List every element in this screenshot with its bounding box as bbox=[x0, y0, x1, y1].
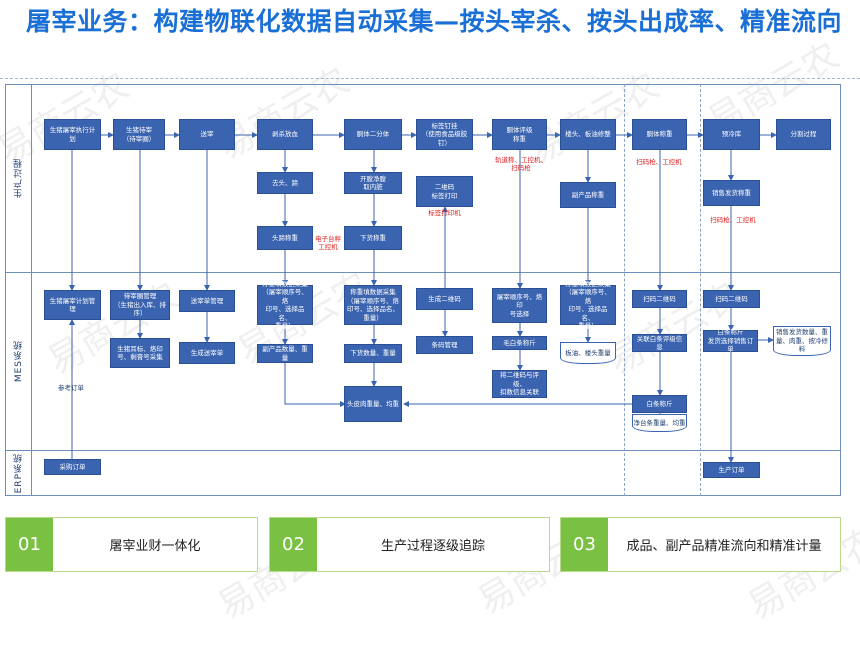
mes-seq-select: 屠宰顺序号、烙印 号选择 bbox=[492, 288, 547, 323]
mes-weigh-collect-1: 称重填数据采集 （屠宰顺序号、烙 印号、选择品名、 重量） bbox=[257, 280, 313, 330]
mes-head-skin-weight: 头皮肉重量、均重 bbox=[344, 386, 402, 422]
feature-card-3: 03 成品、副产品精准流向和精准计量 bbox=[560, 517, 841, 572]
feature-text: 屠宰业财一体化 bbox=[109, 539, 201, 554]
node-precool: 预冷库 bbox=[703, 119, 760, 150]
mes-barcode-mgmt: 条码管理 bbox=[416, 336, 473, 354]
mes-gen-qr: 生成二维码 bbox=[416, 288, 473, 310]
note-scan-1: 扫码枪、工控机 bbox=[636, 158, 682, 166]
feature-text: 成品、副产品精准流向和精准计量 bbox=[626, 539, 822, 554]
mes-byproduct-qty: 副产品数量、重量 bbox=[257, 344, 313, 363]
node-pig-waiting: 生猪待宰 （待宰圈） bbox=[113, 119, 165, 150]
node-stab-bleed: 剥杀放血 bbox=[257, 119, 313, 150]
mes-carcass-ship: 白条称斤 发货选择销售订单 bbox=[703, 328, 758, 353]
mes-plan-mgmt: 生猪屠宰计划管理 bbox=[44, 290, 101, 320]
node-remove-head: 去头、蹄 bbox=[257, 172, 313, 194]
column-divider bbox=[624, 84, 625, 496]
mes-carcass-weigh-2: 白条称斤 bbox=[632, 395, 687, 413]
mes-gen-send-order: 生成送宰单 bbox=[179, 342, 235, 364]
mes-scan-qr-1: 扫码二维码 bbox=[632, 290, 687, 308]
erp-production-order: 生产订单 bbox=[703, 462, 760, 478]
feature-card-1: 01 屠宰业财一体化 bbox=[5, 517, 258, 572]
mes-net-weight-doc: 净台条重量、均重 bbox=[632, 414, 687, 432]
node-offal-weigh: 下货称重 bbox=[344, 226, 402, 250]
lane-erp: ERP系统 bbox=[14, 452, 24, 494]
mes-ear-tag: 生猪耳标、烙印 号、剩膏号采集 bbox=[110, 338, 170, 368]
feature-number: 03 bbox=[561, 518, 608, 571]
note-scan-2: 扫码枪、工控机 bbox=[710, 216, 756, 224]
feature-number: 01 bbox=[6, 518, 53, 571]
column-divider bbox=[700, 84, 701, 496]
node-qr-print: 二维码 标签打印 bbox=[416, 176, 473, 207]
mes-offal-qty: 下货数量、重量 bbox=[344, 344, 402, 363]
lane-divider bbox=[5, 450, 841, 451]
mes-scan-qr-2: 扫码二维码 bbox=[703, 290, 760, 308]
node-eviscerate: 开膛净膛 取内脏 bbox=[344, 172, 402, 194]
mes-pen-mgmt: 待宰圈管理 （生猪出入库、排序） bbox=[110, 290, 170, 320]
node-tag-hang: 标签钉挂 （使用食品级胶钉） bbox=[416, 119, 473, 150]
flow-frame bbox=[5, 84, 841, 496]
lane-header-column bbox=[5, 84, 32, 496]
page-title: 屠宰业务：构建物联化数据自动采集—按头宰杀、按头出成率、精准流向 bbox=[26, 7, 843, 36]
lane-mes: MES系统 bbox=[14, 339, 24, 383]
feature-text: 生产过程逐级追踪 bbox=[380, 539, 485, 554]
lane-divider bbox=[5, 272, 841, 273]
mes-weigh-collect-2: 称重填数据采集 （屠宰顺序号、烙 印号、选择品名、 重量） bbox=[344, 285, 402, 325]
feature-number: 02 bbox=[270, 518, 317, 571]
mes-sales-ship-doc: 销售发货数量、重 量、肉重、按冷修 料 bbox=[773, 326, 831, 356]
node-slaughter-plan: 生猪屠宰执行计划 bbox=[44, 119, 101, 150]
feature-card-2: 02 生产过程逐级追踪 bbox=[269, 517, 550, 572]
mes-link-grade: 关联白条评级信息 bbox=[632, 334, 687, 352]
mes-weigh-collect-3: 称重填数据采集 （屠宰顺序号、烙 印号、选择品名、 重量） bbox=[560, 280, 616, 330]
mes-fat-weight-doc: 板油、楼头重量 bbox=[560, 342, 616, 364]
note-rail: 轨道称、工控机、 扫码枪 bbox=[495, 156, 547, 172]
node-carcass-split: 胴体二分体 bbox=[344, 119, 402, 150]
mes-hair-carcass-weigh: 毛白条称斤 bbox=[492, 336, 547, 350]
node-sales-weigh: 销售发货称重 bbox=[703, 180, 760, 206]
note-scale: 电子台秤 工控机 bbox=[315, 235, 341, 251]
note-order-ref: 参考订单 bbox=[58, 384, 84, 392]
lane-production: 生产过程 bbox=[14, 158, 24, 198]
node-cutting: 分割过程 bbox=[776, 119, 831, 150]
title-separator bbox=[0, 78, 860, 79]
node-trim: 楼头、板油修整 bbox=[560, 119, 616, 150]
note-printer: 标签打印机 bbox=[428, 209, 461, 217]
mes-qr-link: 将二维码与评级、 扣数信息关联 bbox=[492, 370, 547, 398]
node-carcass-weigh: 胴体称重 bbox=[632, 119, 687, 150]
node-head-weigh: 头蹄称重 bbox=[257, 226, 313, 250]
node-byproduct-weigh: 副产品称重 bbox=[560, 182, 616, 208]
node-send-slaughter: 送宰 bbox=[179, 119, 235, 150]
mes-send-order-mgmt: 送宰单管理 bbox=[179, 290, 235, 312]
erp-purchase-order: 采购订单 bbox=[44, 459, 101, 475]
node-grade-weigh: 胴体评级 称重 bbox=[492, 119, 547, 150]
